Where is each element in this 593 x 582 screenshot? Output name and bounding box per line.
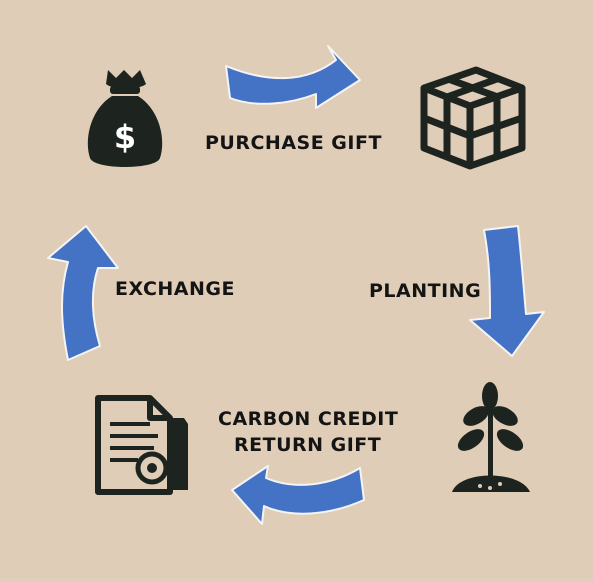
- gift-box-icon: [420, 66, 526, 170]
- money-bag-icon: $: [87, 70, 163, 167]
- plant-sprout-icon: [452, 382, 530, 492]
- arrow-up-icon: [47, 225, 119, 361]
- arrow-left-icon: [231, 465, 365, 525]
- stage-label-carbon-credit: CARBON CREDIT: [218, 408, 399, 430]
- arrow-down-icon: [469, 225, 545, 357]
- arrow-right-icon: [225, 45, 361, 109]
- stage-label-return-gift: RETURN GIFT: [234, 434, 382, 456]
- document-certificate-icon: [95, 395, 188, 495]
- stage-label-exchange: EXCHANGE: [115, 278, 235, 300]
- svg-text:$: $: [114, 118, 136, 156]
- stage-label-planting: PLANTING: [369, 280, 482, 302]
- stage-label-purchase-gift: PURCHASE GIFT: [205, 132, 382, 154]
